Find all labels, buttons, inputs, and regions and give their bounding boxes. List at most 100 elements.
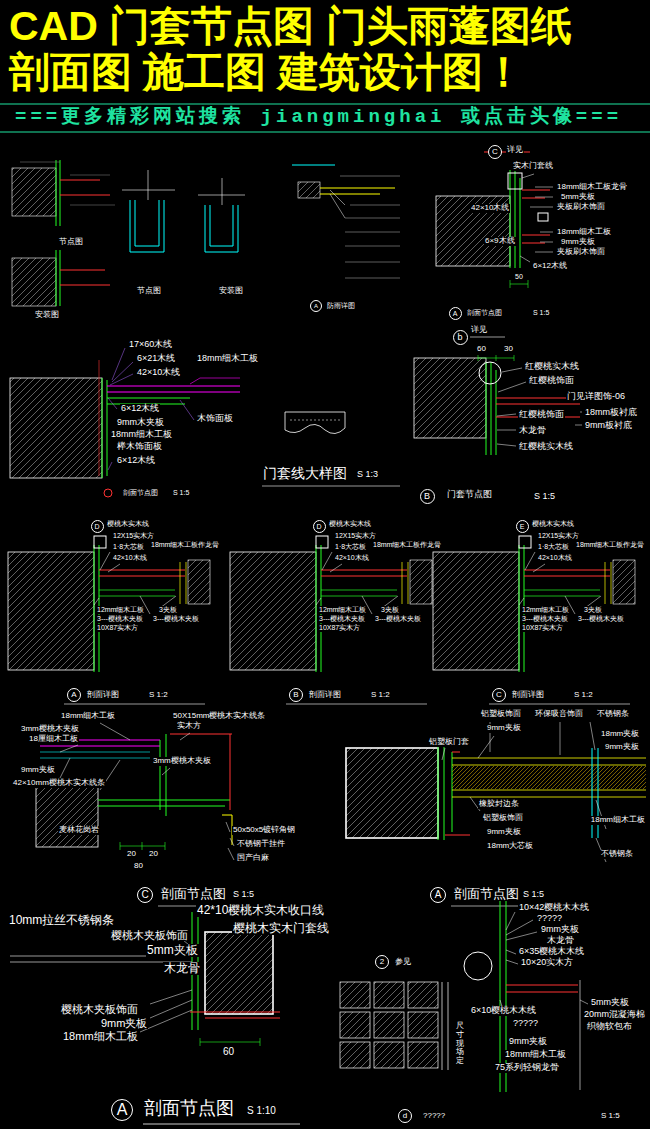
callout-label: 1·8大芯板 bbox=[334, 543, 367, 551]
callout-label: 10X87实木方 bbox=[96, 624, 139, 632]
callout-label: 樱桃木夹板饰面 bbox=[60, 1003, 139, 1015]
callout-label: 门见详图饰-06 bbox=[566, 392, 626, 402]
callout-label: 参见 bbox=[394, 958, 412, 967]
callout-label: 剖面节点图 bbox=[160, 887, 227, 901]
callout-label: 18mm细木工板作龙骨 bbox=[372, 541, 442, 549]
callout-label: 樱桃木实木线 bbox=[106, 520, 150, 528]
callout-label: 42×10木线 bbox=[537, 554, 573, 562]
callout-label: 9mm木夹板 bbox=[116, 418, 165, 428]
callout-label: S 1:2 bbox=[573, 691, 594, 700]
marker-letter: b bbox=[457, 333, 462, 342]
callout-label: 1·8大芯板 bbox=[537, 543, 570, 551]
callout-label: 不锈钢干挂件 bbox=[236, 840, 286, 849]
callout-label: 剖面节点图 bbox=[122, 489, 159, 497]
callout-label: 18mm细木工板 bbox=[504, 1050, 567, 1060]
callout-label: 18mm细木工板 bbox=[60, 712, 116, 721]
callout-label: 10×42樱桃木木线 bbox=[518, 903, 590, 913]
marker-letter: A bbox=[71, 691, 76, 699]
callout-label: 6×12木线 bbox=[116, 456, 156, 466]
callout-label: ????? bbox=[536, 914, 563, 924]
callout-label: 80 bbox=[133, 862, 144, 871]
detail-marker: B bbox=[420, 489, 435, 504]
callout-label: 6×9木线 bbox=[484, 237, 516, 246]
detail-marker: D bbox=[313, 520, 326, 533]
marker-letter: C bbox=[141, 890, 148, 900]
callout-label: 42×10mm樱桃木实木线条 bbox=[12, 779, 106, 788]
detail-marker: A bbox=[310, 300, 322, 312]
marker-letter: A bbox=[117, 1102, 128, 1118]
callout-label: 12mm细木工板 bbox=[96, 606, 145, 614]
callout-label: 18mm细木工板龙骨 bbox=[556, 183, 628, 192]
callout-label: S 1:5 bbox=[172, 489, 190, 497]
callout-label: 红樱桃实木线 bbox=[524, 362, 580, 372]
callout-label: 6×10樱桃木木线 bbox=[470, 1006, 537, 1016]
callout-label: 18mm细木工板 bbox=[556, 228, 612, 237]
callout-label: 50 bbox=[514, 273, 524, 281]
callout-label: 17×60木线 bbox=[128, 340, 173, 350]
callout-label: 60 bbox=[476, 345, 487, 354]
callout-label: 樱桃木实木线 bbox=[531, 520, 575, 528]
callout-label: 18mm细木工板作龙骨 bbox=[575, 541, 645, 549]
callout-label: 剖面详图 bbox=[511, 691, 545, 700]
callout-label: 3夹板 bbox=[158, 606, 178, 614]
callout-label: 红樱桃饰面 bbox=[518, 410, 565, 420]
callout-label: 42*10樱桃木实木收口线 bbox=[196, 904, 325, 917]
callout-label: 12X15实木方 bbox=[112, 532, 155, 540]
callout-label: 1·8大芯板 bbox=[112, 543, 145, 551]
callout-label: 铝塑板饰面 bbox=[480, 710, 522, 719]
callout-label: 铝塑板门套 bbox=[428, 738, 470, 747]
callout-label: 樱桃木夹板饰面 bbox=[110, 929, 189, 941]
callout-label: 剖面节点图 bbox=[466, 309, 503, 317]
title-text: CAD 门套节点图 门头雨蓬图纸 bbox=[8, 4, 573, 49]
callout-label: 红樱桃饰面 bbox=[528, 376, 575, 386]
callout-label: 6×12木线 bbox=[532, 262, 568, 271]
callout-label: 剖面详图 bbox=[86, 691, 120, 700]
detail-marker: B bbox=[289, 688, 303, 702]
detail-marker: A bbox=[430, 887, 446, 903]
callout-label: 5mm夹板 bbox=[560, 193, 596, 202]
callout-label: 3---樱桃木夹板 bbox=[374, 615, 422, 623]
callout-label: 国产白麻 bbox=[236, 854, 270, 863]
callout-label: 18厘细木工板 bbox=[28, 735, 79, 744]
callout-label: 20 bbox=[126, 850, 137, 859]
callout-label: 防雨详图 bbox=[326, 302, 356, 310]
callout-label: 18mm细木工板 bbox=[590, 816, 646, 825]
marker-letter: B bbox=[293, 691, 298, 699]
callout-label: 20mm混凝海棉 bbox=[583, 1010, 646, 1020]
callout-label: 门套节点图 bbox=[446, 490, 493, 500]
callout-label: 尺寸现场定 bbox=[456, 1022, 464, 1066]
callout-label: 木龙骨 bbox=[518, 426, 547, 436]
callout-label: 3夹板 bbox=[380, 606, 400, 614]
callout-label: 10×20实木方 bbox=[520, 958, 574, 968]
callout-label: 织物软包布 bbox=[586, 1022, 633, 1032]
callout-label: ????? bbox=[512, 1019, 539, 1029]
detail-marker: E bbox=[516, 520, 529, 533]
callout-label: 详见 bbox=[470, 326, 488, 335]
callout-label: ????? bbox=[422, 1112, 446, 1121]
marker-letter: 2 bbox=[380, 958, 384, 966]
callout-label: 6×35樱桃木木线 bbox=[518, 947, 585, 957]
callout-label: 5mm夹板 bbox=[590, 998, 630, 1008]
marker-letter: D bbox=[316, 523, 321, 530]
callout-label: 榉木饰面板 bbox=[116, 442, 163, 452]
callout-label: 18mm大芯板 bbox=[486, 842, 534, 851]
marker-letter: A bbox=[314, 303, 318, 309]
callout-label: 9mm夹板 bbox=[100, 1017, 148, 1029]
callout-label: S 1:2 bbox=[148, 691, 169, 700]
callout-label: 10X87实木方 bbox=[318, 624, 361, 632]
marker-letter: E bbox=[520, 523, 525, 530]
callout-label: 12mm细木工板 bbox=[318, 606, 367, 614]
detail-marker: A bbox=[449, 307, 462, 320]
callout-label: S 1:10 bbox=[246, 1105, 277, 1116]
callout-label: 12X15实木方 bbox=[537, 532, 580, 540]
callout-label: 3mm樱桃木夹板 bbox=[20, 725, 80, 734]
callout-label: 20 bbox=[148, 850, 159, 859]
detail-marker: d bbox=[398, 1109, 412, 1123]
callout-label: 18mm细木工板 bbox=[62, 1030, 139, 1042]
callout-label: 18mm细木工板作龙骨 bbox=[150, 541, 220, 549]
callout-label: S 1:2 bbox=[370, 691, 391, 700]
callout-label: S 1:3 bbox=[356, 470, 379, 480]
callout-label: 75系列轻钢龙骨 bbox=[494, 1063, 560, 1073]
callout-label: 实木门套线 bbox=[512, 162, 554, 171]
callout-label: 18mm细木工板 bbox=[196, 354, 259, 364]
